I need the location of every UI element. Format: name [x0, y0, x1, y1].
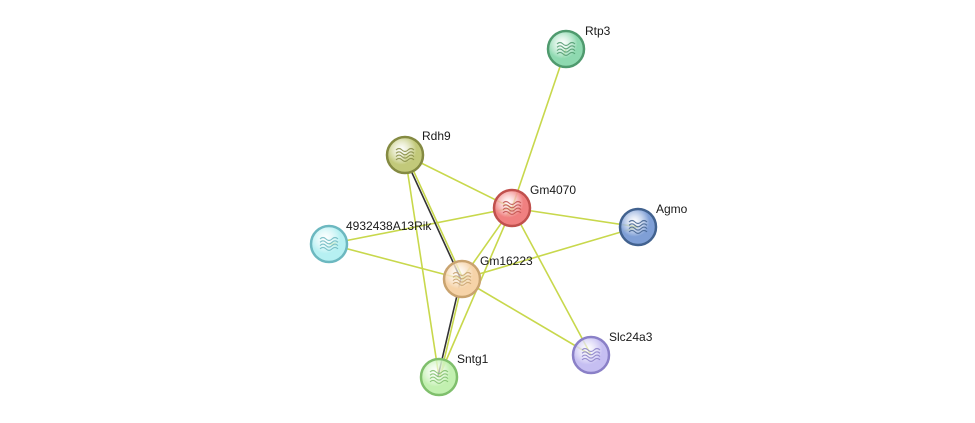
- node-gm4070[interactable]: [492, 188, 532, 228]
- edge-line: [403, 155, 462, 280]
- edge-line: [328, 243, 463, 280]
- protein-structure-icon: [628, 219, 648, 234]
- node-label-gm4070: Gm4070: [530, 183, 576, 197]
- edge-line: [328, 207, 513, 245]
- edge-gm16223-slc24a3[interactable]: [461, 278, 592, 356]
- edge-line: [511, 207, 639, 228]
- edge-line: [461, 226, 639, 280]
- protein-structure-icon: [581, 347, 601, 362]
- node-label-agmo: Agmo: [656, 202, 688, 216]
- edge-line: [405, 154, 464, 279]
- protein-structure-icon: [556, 41, 576, 56]
- node-gm16223[interactable]: [442, 259, 482, 299]
- protein-structure-icon: [395, 147, 415, 162]
- edge-gm4070-slc24a3[interactable]: [511, 207, 592, 356]
- node-4932438a13rik[interactable]: [309, 224, 349, 264]
- node-slc24a3[interactable]: [571, 335, 611, 375]
- protein-structure-icon: [429, 369, 449, 384]
- protein-structure-icon: [502, 200, 522, 215]
- edge-rdh9-gm16223[interactable]: [403, 154, 464, 280]
- edges-layer: [328, 48, 639, 378]
- protein-structure-icon: [452, 271, 472, 286]
- protein-structure-icon: [319, 236, 339, 251]
- node-label-rtp3: Rtp3: [585, 24, 611, 38]
- edge-gm4070-4932438a13rik[interactable]: [328, 207, 513, 245]
- edge-rdh9-sntg1[interactable]: [404, 154, 440, 378]
- edge-line: [404, 154, 513, 209]
- nodes-layer: [309, 29, 658, 397]
- edge-gm4070-rtp3[interactable]: [511, 48, 567, 209]
- node-agmo[interactable]: [618, 207, 658, 247]
- node-label-sntg1: Sntg1: [457, 352, 489, 366]
- edge-gm4070-rdh9[interactable]: [404, 154, 513, 209]
- edge-line: [511, 48, 567, 209]
- node-rtp3[interactable]: [546, 29, 586, 69]
- edge-gm16223-4932438a13rik[interactable]: [328, 243, 463, 280]
- node-rdh9[interactable]: [385, 135, 425, 175]
- node-sntg1[interactable]: [419, 357, 459, 397]
- node-label-gm16223: Gm16223: [480, 254, 533, 268]
- node-label-rdh9: Rdh9: [422, 129, 451, 143]
- node-label-4932438a13rik: 4932438A13Rik: [346, 219, 432, 233]
- edge-line: [511, 207, 592, 356]
- node-label-slc24a3: Slc24a3: [609, 330, 653, 344]
- edge-gm4070-agmo[interactable]: [511, 207, 639, 228]
- edge-line: [461, 278, 592, 356]
- edge-line: [404, 154, 440, 378]
- edge-gm16223-agmo[interactable]: [461, 226, 639, 280]
